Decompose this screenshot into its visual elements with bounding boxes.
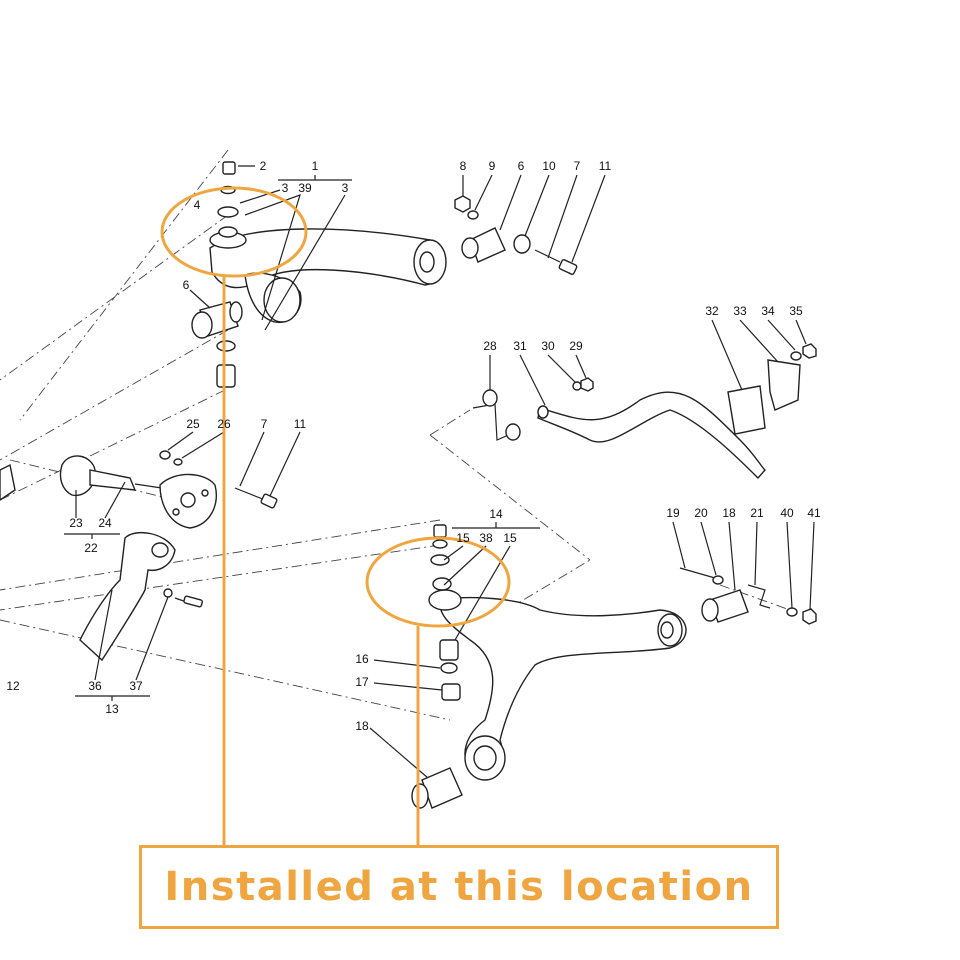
part-label-4: 4 xyxy=(194,198,201,212)
part-label-38: 38 xyxy=(479,531,493,545)
part-label-41: 41 xyxy=(807,506,821,520)
part-label-30: 30 xyxy=(541,339,555,353)
part-label-40: 40 xyxy=(780,506,794,520)
part-label-16: 16 xyxy=(355,652,369,666)
knuckle-bracket xyxy=(79,531,203,662)
part-label-9: 9 xyxy=(489,159,496,173)
part-label-2: 2 xyxy=(260,159,267,173)
part-label-11: 11 xyxy=(294,417,307,431)
part-label-1: 1 xyxy=(312,159,319,173)
highlight-markers xyxy=(160,186,511,845)
upper-right-hardware xyxy=(454,195,578,275)
part-label-37: 37 xyxy=(129,679,143,693)
part-label-32: 32 xyxy=(705,304,719,318)
upper-control-arm xyxy=(209,161,447,324)
part-label-31: 31 xyxy=(513,339,527,353)
part-label-3: 3 xyxy=(342,181,349,195)
upper-bushing-left xyxy=(191,301,243,388)
part-label-28: 28 xyxy=(483,339,497,353)
callout-box: Installed at this location xyxy=(139,845,779,929)
part-label-10: 10 xyxy=(542,159,556,173)
part-label-29: 29 xyxy=(569,339,583,353)
part-label-18: 18 xyxy=(355,719,369,733)
lower-arm-hardware xyxy=(411,567,817,809)
part-label-21: 21 xyxy=(750,506,764,520)
part-label-3: 3 xyxy=(282,181,289,195)
part-label-20: 20 xyxy=(694,506,708,520)
construction-lines xyxy=(0,149,791,721)
part-label-35: 35 xyxy=(789,304,803,318)
part-label-33: 33 xyxy=(733,304,747,318)
lower-control-arm xyxy=(428,524,687,781)
stabilizer-bar xyxy=(472,343,817,480)
part-label-25: 25 xyxy=(186,417,200,431)
part-label-13: 13 xyxy=(105,702,119,716)
part-label-23: 23 xyxy=(69,516,83,530)
part-label-17: 17 xyxy=(355,675,369,689)
part-label-14: 14 xyxy=(489,507,503,521)
callout-text: Installed at this location xyxy=(164,864,754,910)
highlight-circle-upper xyxy=(160,186,308,278)
part-label-12: 12 xyxy=(6,679,20,693)
leader-lines xyxy=(64,165,815,779)
part-label-26: 26 xyxy=(217,417,231,431)
part-label-24: 24 xyxy=(98,516,112,530)
part-label-6: 6 xyxy=(183,278,190,292)
part-label-7: 7 xyxy=(574,159,581,173)
part-label-11: 11 xyxy=(599,159,612,173)
part-label-22: 22 xyxy=(84,541,98,555)
part-label-19: 19 xyxy=(666,506,680,520)
part-label-18: 18 xyxy=(722,506,736,520)
part-label-34: 34 xyxy=(761,304,775,318)
part-label-15: 15 xyxy=(503,531,517,545)
highlight-circle-lower xyxy=(365,536,511,628)
part-label-15: 15 xyxy=(456,531,470,545)
part-label-36: 36 xyxy=(88,679,102,693)
part-label-8: 8 xyxy=(460,159,467,173)
part-label-39: 39 xyxy=(298,181,312,195)
part-label-7: 7 xyxy=(261,417,268,431)
part-label-6: 6 xyxy=(518,159,525,173)
tie-rod-assembly xyxy=(0,450,278,529)
